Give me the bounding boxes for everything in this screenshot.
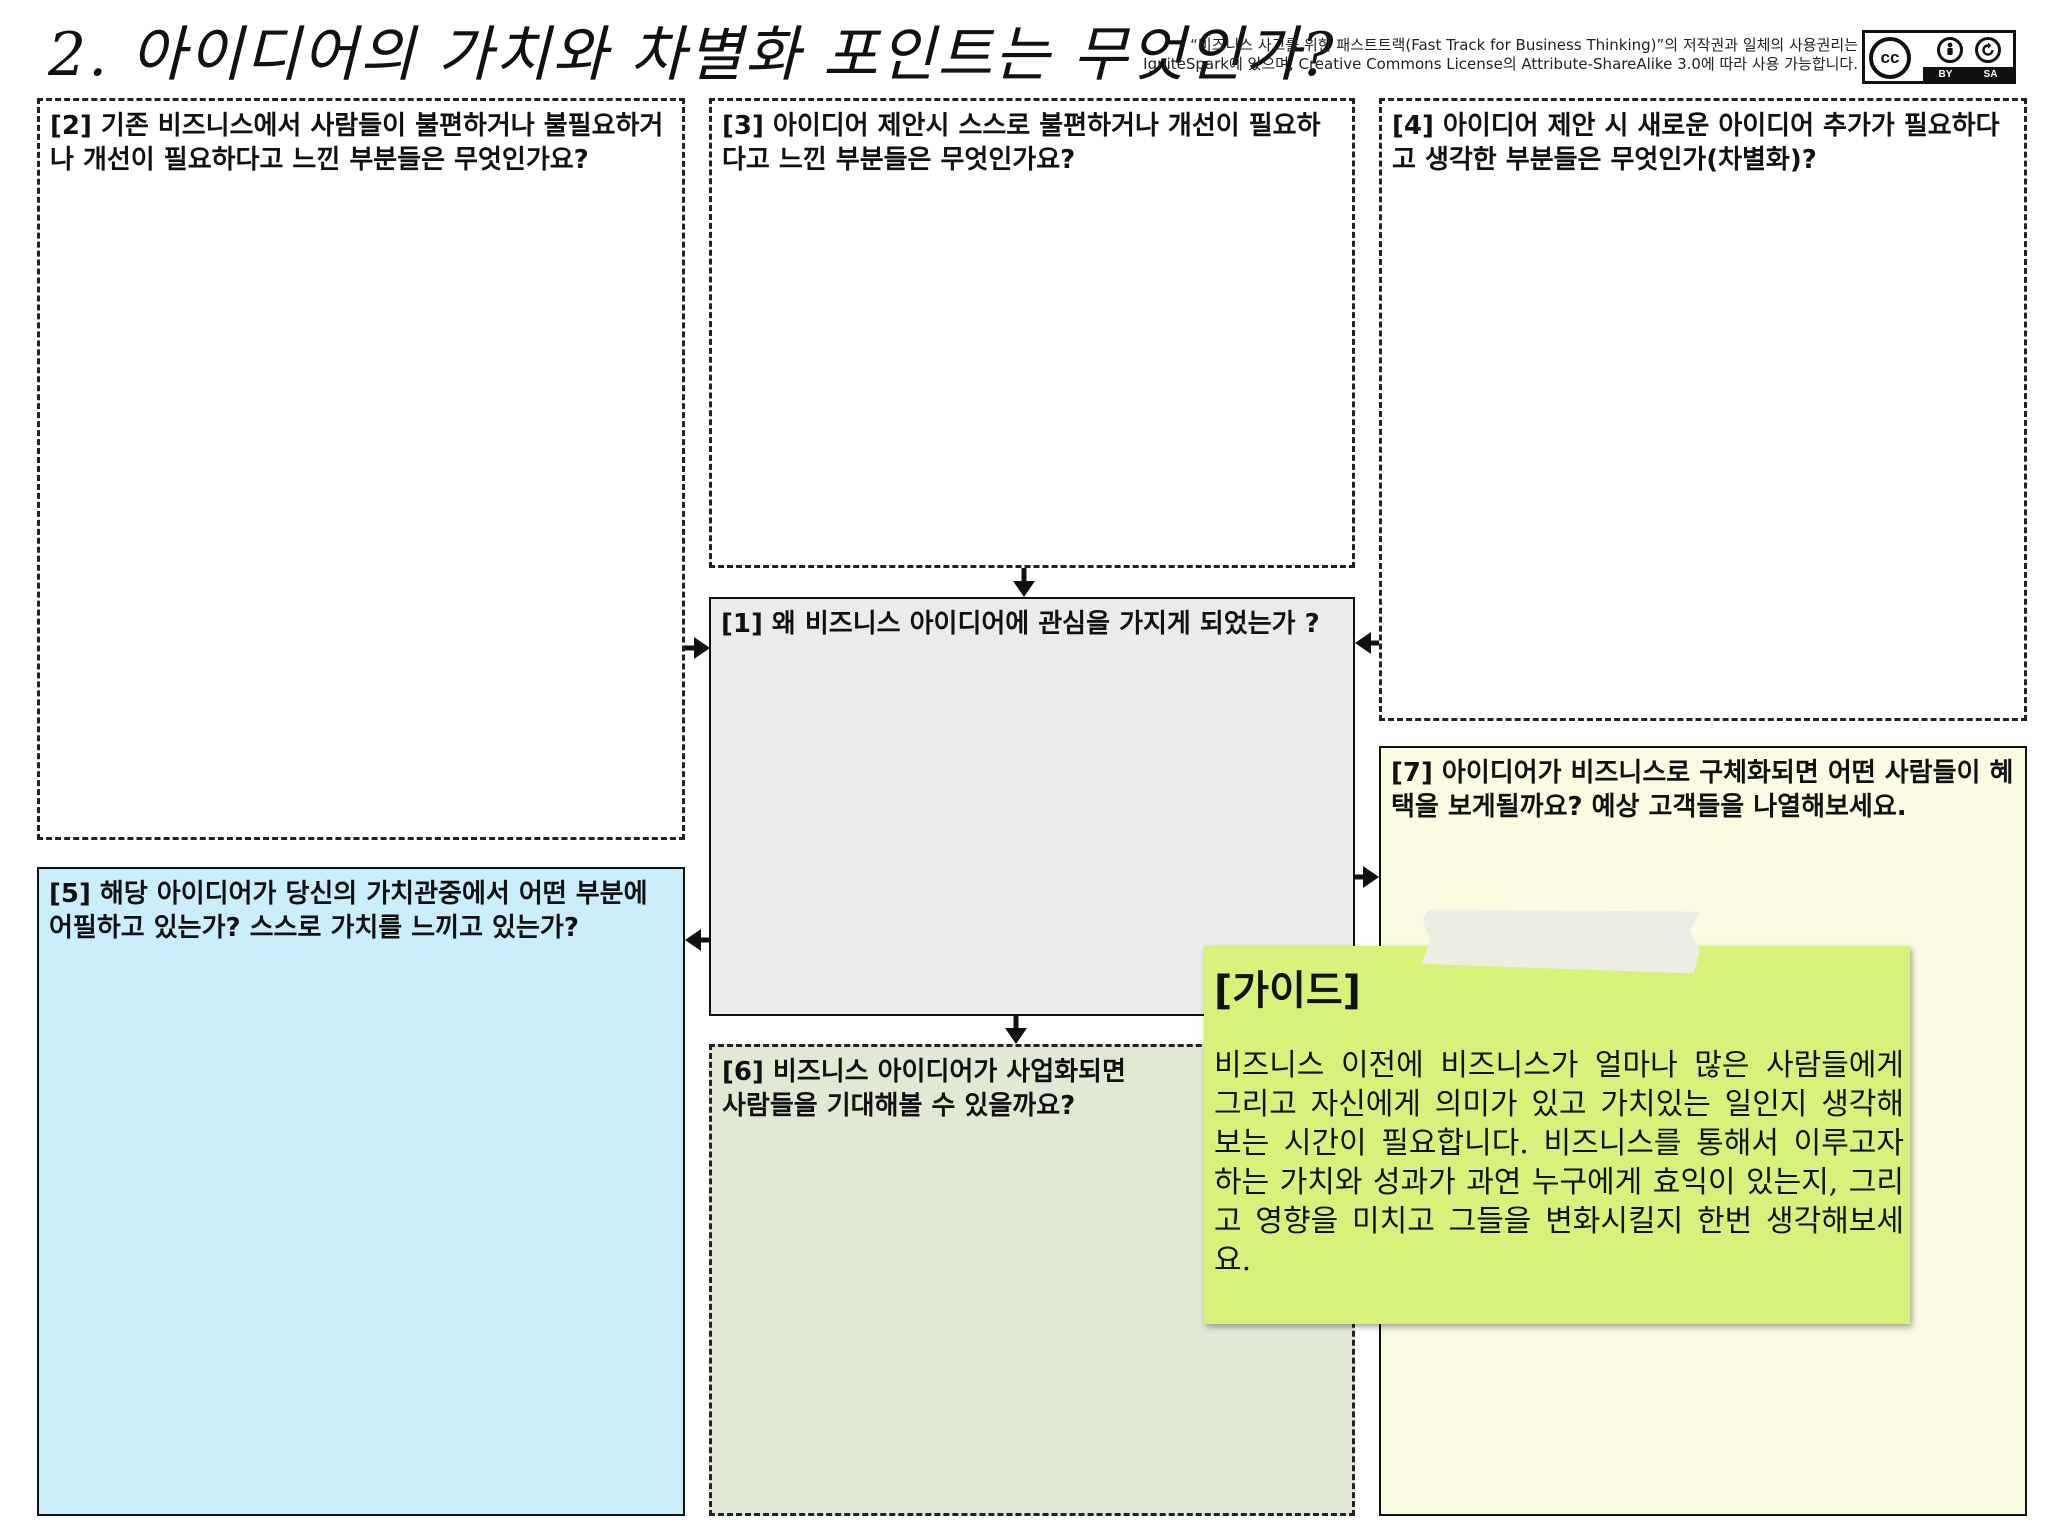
box-q5[interactable]: [5] 해당 아이디어가 당신의 가치관중에서 어떤 부분에 어필하고 있는가?…	[37, 867, 685, 1516]
cc-license-badge: cc BY SA	[1862, 30, 2016, 84]
copyright-line-1: “비즈니스 사고를 위한 패스트트랙(Fast Track for Busine…	[1190, 36, 1858, 54]
box-q2[interactable]: [2] 기존 비즈니스에서 사람들이 불편하거나 불필요하거나 개선이 필요하다…	[37, 98, 685, 840]
license-sa-label: SA	[1983, 68, 1998, 80]
arrow-q1-to-q7	[1355, 866, 1379, 888]
box-q3[interactable]: [3] 아이디어 제안시 스스로 불편하거나 개선이 필요하다고 느낀 부분들은…	[709, 98, 1355, 568]
copyright-notice: “비즈니스 사고를 위한 패스트트랙(Fast Track for Busine…	[1128, 36, 1858, 74]
arrow-q1-to-q6	[1005, 1016, 1027, 1044]
copyright-line-2: IgniteSpark에 있으며, Creative Commons Licen…	[1143, 55, 1858, 73]
guide-sticky-note: [가이드] 비즈니스 이전에 비즈니스가 얼마나 많은 사람들에게 그리고 자신…	[1204, 946, 1910, 1324]
arrow-q4-to-q1	[1355, 632, 1379, 654]
arrow-q2-to-q1	[685, 637, 710, 659]
cc-icon: cc	[1869, 37, 1911, 79]
q1-label: [1] 왜 비즈니스 아이디어에 관심을 가지게 되었는가 ?	[721, 609, 1320, 639]
guide-title: [가이드]	[1214, 968, 1361, 1014]
q6-label: [6] 비즈니스 아이디어가 사업화되면 사람들을 기대해볼 수 있을까요?	[722, 1057, 1126, 1121]
q3-label: [3] 아이디어 제안시 스스로 불편하거나 개선이 필요하다고 느낀 부분들은…	[722, 111, 1321, 175]
q5-label: [5] 해당 아이디어가 당신의 가치관중에서 어떤 부분에 어필하고 있는가?…	[49, 879, 648, 943]
share-alike-icon	[1975, 37, 2001, 63]
q7-label: [7] 아이디어가 비즈니스로 구체화되면 어떤 사람들이 혜택을 보게될까요?…	[1391, 758, 2014, 822]
tape-strip	[1421, 904, 1701, 973]
arrow-q3-to-q1	[1013, 568, 1035, 597]
box-q4[interactable]: [4] 아이디어 제안 시 새로운 아이디어 추가가 필요하다고 생각한 부분들…	[1379, 98, 2027, 721]
license-by-label: BY	[1938, 68, 1953, 80]
page-title: 2. 아이디어의 가치와 차별화 포인트는 무엇인가?	[48, 20, 1336, 90]
attribution-icon	[1937, 37, 1963, 63]
arrow-q1-to-q5	[685, 929, 709, 951]
license-terms-bar: BY SA	[1923, 67, 2013, 81]
q4-label: [4] 아이디어 제안 시 새로운 아이디어 추가가 필요하다고 생각한 부분들…	[1392, 111, 2000, 175]
q2-label: [2] 기존 비즈니스에서 사람들이 불편하거나 불필요하거나 개선이 필요하다…	[50, 111, 664, 175]
guide-body: 비즈니스 이전에 비즈니스가 얼마나 많은 사람들에게 그리고 자신에게 의미가…	[1214, 1048, 1904, 1278]
